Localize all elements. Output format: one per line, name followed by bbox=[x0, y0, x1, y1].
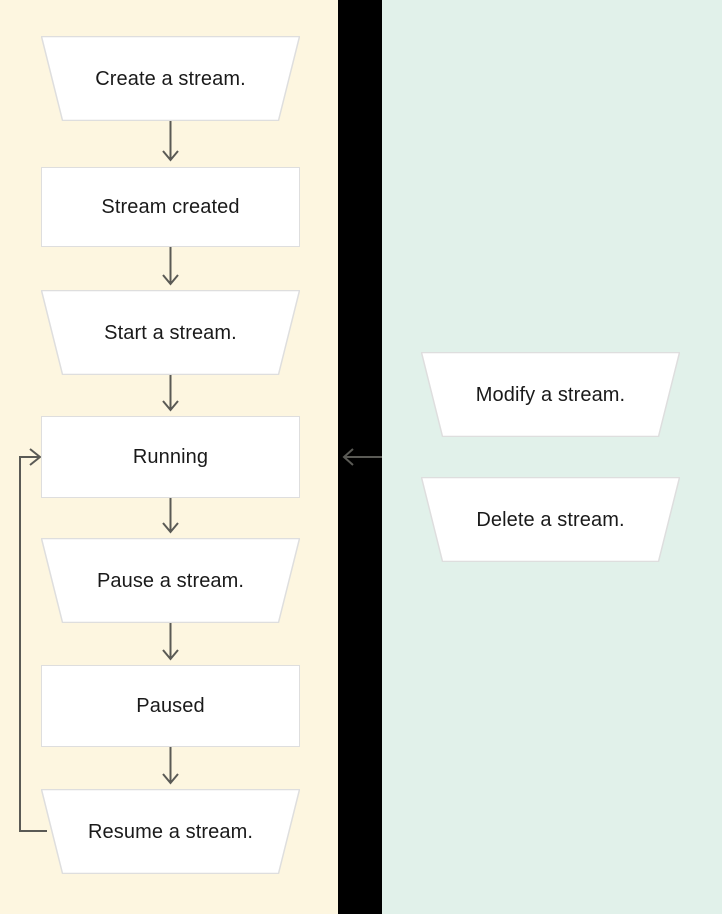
trapezoid-shape bbox=[41, 36, 300, 121]
node-label: Resume a stream. bbox=[88, 820, 253, 843]
node-label: Delete a stream. bbox=[476, 508, 625, 531]
trapezoid-shape bbox=[41, 290, 300, 375]
trapezoid-shape bbox=[421, 352, 680, 437]
node-label: Pause a stream. bbox=[96, 569, 245, 592]
trapezoid-shape bbox=[421, 477, 680, 562]
operations-panel bbox=[382, 0, 722, 914]
node-label: Modify a stream. bbox=[475, 383, 626, 406]
node-create-a-stream[interactable]: Create a stream. bbox=[41, 36, 300, 121]
node-stream-created[interactable]: Stream created bbox=[41, 167, 300, 247]
node-modify-a-stream[interactable]: Modify a stream. bbox=[421, 352, 680, 437]
trapezoid-shape bbox=[41, 789, 300, 874]
node-label: Running bbox=[132, 446, 209, 468]
node-delete-a-stream[interactable]: Delete a stream. bbox=[421, 477, 680, 562]
node-pause-a-stream[interactable]: Pause a stream. bbox=[41, 538, 300, 623]
node-label: Create a stream. bbox=[95, 67, 246, 90]
node-paused[interactable]: Paused bbox=[41, 665, 300, 747]
divider-strip bbox=[338, 0, 382, 914]
node-label: Paused bbox=[136, 695, 205, 717]
trapezoid-shape bbox=[41, 538, 300, 623]
node-label: Start a stream. bbox=[104, 321, 237, 344]
node-running[interactable]: Running bbox=[41, 416, 300, 498]
node-start-a-stream[interactable]: Start a stream. bbox=[41, 290, 300, 375]
node-label: Stream created bbox=[101, 196, 240, 218]
node-resume-a-stream[interactable]: Resume a stream. bbox=[41, 789, 300, 874]
